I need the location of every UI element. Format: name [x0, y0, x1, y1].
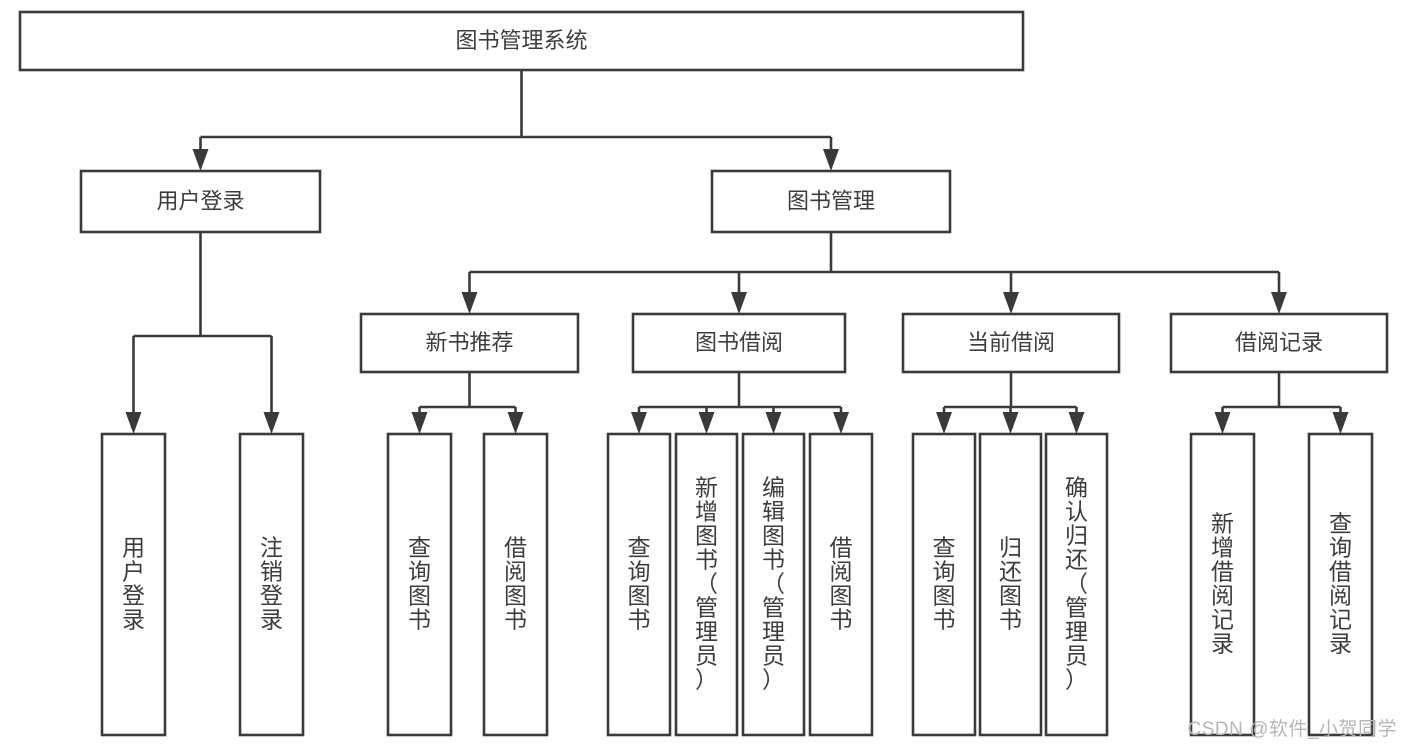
edge-arrowhead	[1002, 412, 1019, 434]
edge-arrowhead	[1214, 412, 1231, 434]
node-label: 查询图书	[933, 535, 956, 633]
node-label: 查询借阅记录	[1329, 511, 1352, 657]
node-label: 编辑图书（管理员）	[762, 475, 785, 693]
node-label: 新增图书（管理员）	[695, 475, 718, 693]
node-box[interactable]	[18, 10, 1025, 72]
edge-arrowhead	[192, 149, 209, 171]
node-box[interactable]	[1169, 312, 1389, 374]
edge-arrowhead	[698, 412, 715, 434]
edge-arrowhead	[936, 412, 952, 434]
edge-arrowhead	[631, 412, 647, 434]
edge-arrowhead	[1332, 412, 1349, 434]
node-l2-current-borrow[interactable]: 当前借阅	[901, 312, 1121, 374]
node-l2-new-book-rec[interactable]: 新书推荐	[359, 312, 580, 374]
node-label: 图书借阅	[695, 330, 783, 355]
node-l3-add-book[interactable]: 新增图书（管理员）	[674, 432, 739, 737]
node-box[interactable]	[1044, 432, 1109, 737]
node-l2-borrow-record[interactable]: 借阅记录	[1169, 312, 1389, 374]
node-box[interactable]	[808, 432, 874, 737]
node-l3-query-book-b[interactable]: 查询图书	[606, 432, 672, 737]
node-box[interactable]	[359, 312, 580, 374]
node-label: 图书管理系统	[455, 28, 587, 53]
node-label: 借阅图书	[830, 535, 853, 633]
node-box[interactable]	[710, 169, 952, 234]
node-box[interactable]	[482, 432, 549, 737]
node-label: 确认归还（管理员）	[1065, 475, 1088, 693]
node-l3-query-record[interactable]: 查询借阅记录	[1307, 432, 1374, 737]
node-l3-add-record[interactable]: 新增借阅记录	[1189, 432, 1256, 737]
node-label: 用户登录	[156, 188, 244, 213]
watermark-label: CSDN @软件_小贺同学	[1187, 719, 1397, 740]
node-label: 注销登录	[260, 535, 283, 633]
edge-arrowhead	[411, 412, 428, 434]
node-label: 新增借阅记录	[1211, 511, 1234, 657]
edge-arrowhead	[823, 149, 839, 171]
node-box[interactable]	[1307, 432, 1374, 737]
node-box[interactable]	[901, 312, 1121, 374]
edge-arrowhead	[1271, 292, 1287, 314]
node-box[interactable]	[631, 312, 847, 374]
node-box[interactable]	[606, 432, 672, 737]
node-box[interactable]	[79, 169, 322, 234]
node-box[interactable]	[741, 432, 806, 737]
edge-arrowhead	[731, 292, 747, 314]
node-l3-return-book[interactable]: 归还图书	[978, 432, 1043, 737]
node-l3-query-book-c[interactable]: 查询图书	[911, 432, 977, 737]
node-l3-confirm-return[interactable]: 确认归还（管理员）	[1044, 432, 1109, 737]
edges-layer	[125, 70, 1349, 434]
node-l3-user-login[interactable]: 用户登录	[100, 432, 167, 737]
edge-arrowhead	[125, 412, 142, 434]
edge-arrowhead	[1003, 292, 1019, 314]
node-l3-logout[interactable]: 注销登录	[238, 432, 305, 737]
node-label: 当前借阅	[967, 330, 1055, 355]
edge-arrowhead	[263, 412, 280, 434]
node-root[interactable]: 图书管理系统	[18, 10, 1025, 72]
node-label: 查询图书	[408, 535, 431, 633]
node-label: 图书管理	[787, 188, 875, 213]
node-box[interactable]	[1189, 432, 1256, 737]
node-l1-book-mgmt[interactable]: 图书管理	[710, 169, 952, 234]
node-label: 归还图书	[999, 535, 1022, 633]
edge-arrowhead	[507, 412, 524, 434]
node-box[interactable]	[238, 432, 305, 737]
node-l3-borrow-book-a[interactable]: 借阅图书	[482, 432, 549, 737]
node-label: 新书推荐	[425, 330, 513, 355]
node-l2-book-borrow[interactable]: 图书借阅	[631, 312, 847, 374]
node-l3-query-book-a[interactable]: 查询图书	[386, 432, 453, 737]
node-box[interactable]	[911, 432, 977, 737]
node-label: 借阅记录	[1235, 330, 1323, 355]
node-box[interactable]	[386, 432, 453, 737]
node-box[interactable]	[978, 432, 1043, 737]
node-box[interactable]	[674, 432, 739, 737]
node-l1-user-login[interactable]: 用户登录	[79, 169, 322, 234]
node-l3-borrow-book-b[interactable]: 借阅图书	[808, 432, 874, 737]
nodes-layer: 图书管理系统用户登录图书管理新书推荐图书借阅当前借阅借阅记录用户登录注销登录查询…	[18, 10, 1389, 737]
node-l3-edit-book[interactable]: 编辑图书（管理员）	[741, 432, 806, 737]
edge-arrowhead	[461, 292, 478, 314]
edge-arrowhead	[765, 412, 782, 434]
node-label: 查询图书	[628, 535, 651, 633]
node-label: 借阅图书	[504, 535, 527, 633]
node-label: 用户登录	[122, 535, 145, 633]
node-box[interactable]	[100, 432, 167, 737]
edge-arrowhead	[833, 412, 849, 434]
edge-arrowhead	[1068, 412, 1085, 434]
